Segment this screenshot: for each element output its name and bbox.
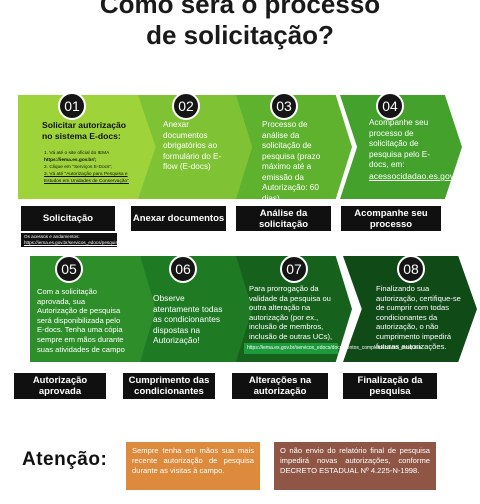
- label-anexar-documentos: Anexar documentos: [131, 206, 226, 231]
- step-01-chevron: [18, 95, 160, 199]
- label-cumprimento-condicionantes: Cumprimento das condicionantes: [123, 373, 215, 399]
- step-01-number: 01: [58, 92, 86, 120]
- label-solicitacao: Solicitação: [21, 206, 115, 231]
- attention-note-2: O não envio do relatório final de pesqui…: [274, 442, 436, 490]
- page-title-line1: Como será o processo: [99, 0, 381, 19]
- step-07-number: 07: [280, 255, 308, 283]
- step-04-number: 04: [376, 92, 404, 120]
- step-07-url[interactable]: https://iema.es.gov.br/servicos_edocs/do…: [244, 343, 421, 354]
- step-06-chevron: [140, 256, 254, 362]
- label-analise-solicitacao: Análise da solicitação: [236, 206, 331, 231]
- step-05-number: 05: [55, 255, 83, 283]
- attention-note-1: Sempre tenha em mãos sua mais recente au…: [126, 442, 260, 490]
- step-08-number: 08: [397, 255, 425, 283]
- step-06-text: Observe atentamente todas as condicionan…: [153, 293, 223, 346]
- step-01-text: Solicitar autorização no sistema E-docs:: [42, 120, 127, 141]
- label-autorizacao-aprovada: Autorização aprovada: [14, 373, 106, 399]
- step-01-instructions: 1. Vá até o site oficial do IEMA https:/…: [44, 151, 129, 184]
- label-alteracoes-autorizacao: Alterações na autorização: [232, 373, 328, 399]
- step-02-number: 02: [172, 92, 200, 120]
- label-acompanhe-processo: Acompanhe seu processo: [341, 206, 441, 231]
- step-07-text: Para prorrogação da validade da pesquisa…: [249, 284, 333, 351]
- step-03-number: 03: [270, 92, 298, 120]
- page-title-line2: de solicitação?: [146, 20, 334, 50]
- label-finalizacao-pesquisa: Finalização da pesquisa: [343, 373, 437, 399]
- step-02-text: Anexar documentos obrigatórios ao formul…: [163, 120, 222, 171]
- step-05-chevron: [30, 256, 158, 362]
- step-03-text: Processo de análise da solicitação de pe…: [262, 120, 321, 203]
- step-04-link[interactable]: acessocidadao.es.gov.br: [369, 171, 464, 181]
- access-info-box: Os acessos e andamentos: https://iema.es…: [21, 233, 132, 247]
- step-06-number: 06: [169, 255, 197, 283]
- step-04-text: Acompanhe seu processo de solicitação de…: [369, 118, 430, 169]
- step-05-text: Com a solicitação aprovada, sua Autoriza…: [37, 287, 125, 354]
- attention-label: Atenção:: [22, 449, 108, 470]
- step-08-text: Finalizando sua autorização, certifique-…: [376, 284, 461, 351]
